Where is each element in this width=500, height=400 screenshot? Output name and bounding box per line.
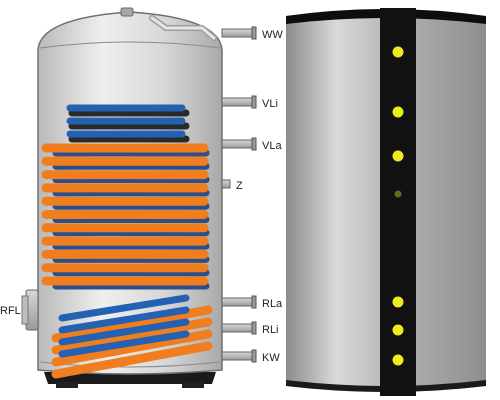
coil-turn-back: [58, 306, 190, 334]
label-rfl: RFL: [0, 305, 21, 317]
top-fitting: [120, 7, 134, 17]
lower-heat-exchanger-coil: [51, 294, 213, 379]
pipe-vla: [221, 139, 253, 149]
indicator-dot: [392, 324, 404, 336]
cutaway-tank: [21, 7, 257, 388]
indicator-dot: [394, 190, 402, 198]
label-vli: VLi: [262, 98, 278, 110]
label-z: Z: [236, 180, 243, 192]
indicator-dot: [392, 354, 404, 366]
connection-indicator-dots: [392, 46, 404, 366]
coil-turn-back: [58, 318, 190, 346]
tank-foot-right: [182, 382, 204, 388]
label-ww: WW: [262, 29, 283, 41]
pipe-rla: [221, 297, 253, 307]
label-rla: RLa: [262, 298, 283, 310]
tank-dome-seam: [39, 41, 221, 49]
indicator-dot: [392, 150, 404, 162]
tank-base: [44, 372, 216, 384]
indicator-dot: [392, 46, 404, 58]
insulated-tank: [286, 8, 486, 396]
pipe-kw: [221, 351, 253, 361]
coil-turn: [51, 317, 213, 355]
upper-heat-exchanger-coil: [66, 104, 190, 143]
indicator-dot: [392, 296, 404, 308]
label-rli: RLi: [262, 324, 279, 336]
indicator-dot: [392, 106, 404, 118]
connection-pipes: [221, 26, 257, 363]
coil-turn: [51, 305, 213, 343]
pipe-ww: [221, 28, 253, 38]
middle-heat-exchanger-coil: [41, 143, 210, 290]
pipe-rli: [221, 323, 253, 333]
jacket-front-stripe: [380, 8, 416, 396]
pipe-vli: [221, 97, 253, 107]
label-kw: KW: [262, 352, 280, 364]
label-vla: VLa: [262, 140, 282, 152]
tank-foot-left: [56, 382, 78, 388]
connection-labels: WW VLi VLa Z RLa RLi KW RFL: [0, 29, 283, 364]
coil-turn: [51, 329, 213, 367]
pipe-z: [221, 179, 231, 189]
coil-turn-back: [58, 294, 190, 322]
coil-turn-back: [58, 330, 190, 358]
coil-turn: [51, 341, 213, 379]
